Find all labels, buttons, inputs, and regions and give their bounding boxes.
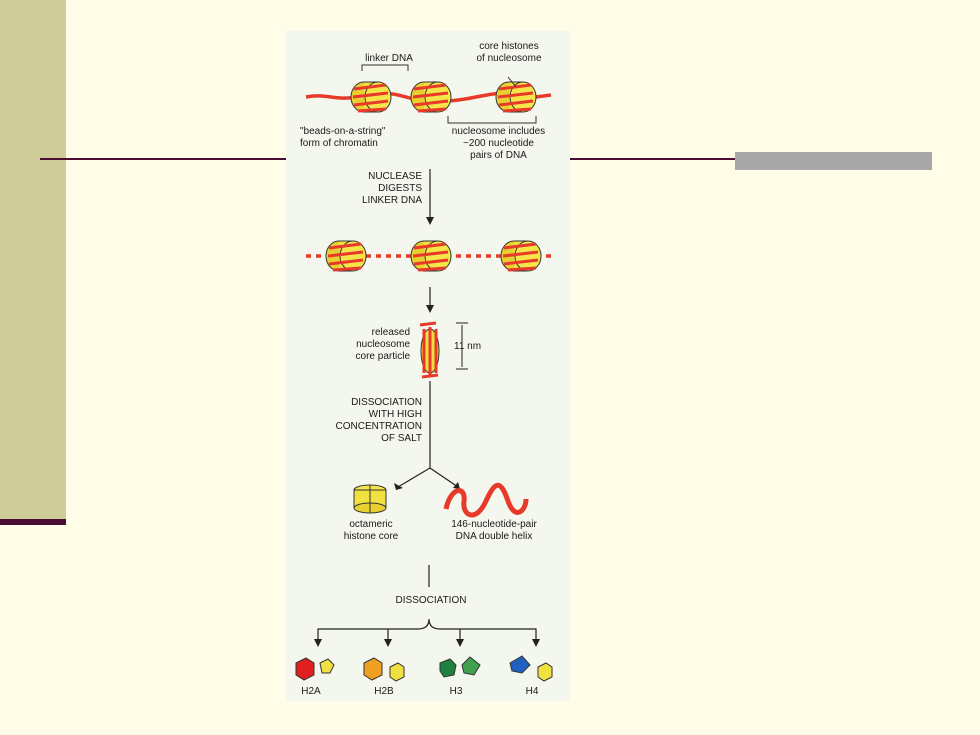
h3-cubes	[439, 656, 481, 678]
salt-dissociation-label: DISSOCIATION WITH HIGH CONCENTRATION OF …	[335, 397, 422, 444]
title-rule-left	[40, 158, 286, 160]
dna-helix-label: 146-nucleotide-pair DNA double helix	[451, 519, 537, 542]
nucleosome-diagram: linker DNA core histones of nucleosome "…	[286, 31, 570, 701]
h3-label: H3	[449, 686, 463, 697]
sidebar-accent-bar	[0, 519, 66, 525]
octameric-core-icon	[353, 484, 387, 514]
linker-dna-label: linker DNA	[365, 53, 413, 64]
beads-on-string-fiber	[305, 80, 552, 114]
h4-label: H4	[525, 686, 539, 697]
dissociation-label: DISSOCIATION	[395, 595, 467, 606]
h2b-cubes	[363, 657, 405, 682]
released-particle-label: released nucleosome core particle	[355, 327, 410, 362]
h2b-label: H2B	[374, 686, 394, 697]
nuclease-step-label: NUCLEASE DIGESTS LINKER DNA	[361, 171, 422, 206]
size-label: 11 nm	[454, 341, 482, 352]
sidebar-panel	[0, 0, 66, 519]
linker-bracket	[361, 64, 409, 71]
digested-fiber	[306, 239, 551, 273]
dna-helix-icon	[443, 482, 529, 518]
h2a-cubes	[295, 657, 335, 681]
core-particle	[419, 321, 440, 379]
nucleosome-bracket	[447, 116, 537, 124]
nucleosome-includes-label: nucleosome includes ~200 nucleotide pair…	[451, 126, 546, 161]
core-histones-label: core histones of nucleosome	[476, 41, 542, 64]
diagram-graphics	[295, 64, 553, 682]
h2a-label: H2A	[301, 686, 321, 697]
h4-cubes	[509, 655, 553, 682]
beads-on-string-label: "beads-on-a-string" form of chromatin	[300, 126, 386, 149]
octameric-core-label: octameric histone core	[343, 519, 399, 542]
decorative-grey-bar	[735, 152, 932, 170]
core-pointer	[507, 76, 517, 88]
